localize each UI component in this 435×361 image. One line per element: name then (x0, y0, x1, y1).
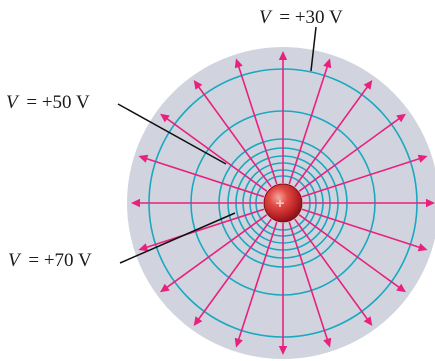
field-line (278, 223, 288, 355)
field-line (193, 218, 272, 326)
field-line (301, 154, 428, 198)
field-line-arrowhead (363, 316, 373, 326)
leader-v50 (117, 103, 227, 165)
charge-sign: + (276, 195, 285, 212)
field-line-arrowhead (417, 243, 428, 252)
field-line-arrowhead (323, 337, 332, 348)
field-line (298, 113, 406, 192)
field-line (131, 198, 263, 208)
field-line (160, 113, 268, 192)
field-line (294, 218, 373, 326)
field-line (301, 208, 428, 252)
field-lines (131, 51, 435, 355)
field-line (288, 58, 332, 185)
field-line (294, 80, 373, 188)
positive-charge: + (263, 183, 303, 223)
field-line-arrowhead (193, 80, 203, 90)
field-line-arrowhead (160, 113, 170, 123)
leader-v70 (119, 212, 236, 264)
field-line (303, 198, 435, 208)
field-line (138, 154, 265, 198)
leader-v30 (310, 26, 317, 72)
field-line-arrowhead (278, 51, 288, 60)
field-line (160, 214, 268, 293)
label-v70: V = +70 V (8, 250, 92, 271)
label-v50: V = +50 V (6, 92, 90, 113)
field-line (234, 58, 278, 185)
field-line-arrowhead (417, 154, 428, 163)
field-line (288, 221, 332, 348)
field-line-arrowhead (426, 198, 435, 208)
field-line (138, 208, 265, 252)
field-line (193, 80, 272, 188)
field-line (298, 214, 406, 293)
field-line-arrowhead (396, 113, 406, 123)
field-line (278, 51, 288, 183)
field-line (234, 221, 278, 348)
field-line-arrowhead (138, 243, 149, 252)
field-line-arrowhead (278, 346, 288, 355)
field-line-arrowhead (131, 198, 140, 208)
field-line-arrowhead (193, 316, 203, 326)
field-line-arrowhead (234, 337, 243, 348)
field-line-arrowhead (138, 154, 149, 163)
field-line-arrowhead (160, 283, 170, 293)
field-line-arrowhead (234, 58, 243, 69)
field-line-arrowhead (363, 80, 373, 90)
field-line-arrowhead (323, 58, 332, 69)
field-line-arrowhead (396, 283, 406, 293)
label-v30: V = +30 V (259, 7, 343, 28)
